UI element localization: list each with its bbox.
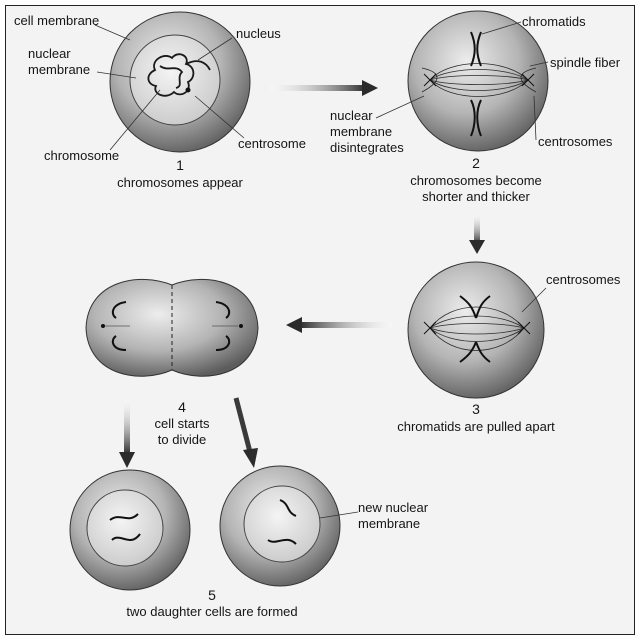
stage-2-caption-line1: chromosomes become <box>410 173 542 188</box>
spindle-fibers-3 <box>429 306 525 351</box>
label-centrosomes-3: centrosomes <box>546 272 621 287</box>
label-chromosome: chromosome <box>44 148 120 163</box>
arrows-4-to-5 <box>119 397 258 468</box>
chromosomes-4 <box>111 301 231 351</box>
centrosomes-2 <box>423 73 535 87</box>
stage-2-caption-line2: shorter and thicker <box>422 189 530 204</box>
stage-4-caption-line2: to divide <box>157 432 207 447</box>
daughter-cell-left <box>69 469 191 591</box>
arrow-1-to-2 <box>270 80 378 96</box>
label-nucleus: nucleus <box>236 26 281 41</box>
spindle-fibers-2 <box>421 63 537 97</box>
arrow-2-to-3 <box>469 214 485 254</box>
label-centrosomes-2: centrosomes <box>538 134 613 149</box>
label-new-nuclear-line1: new nuclear <box>358 500 429 515</box>
stage-1-caption: chromosomes appear <box>117 175 243 190</box>
stage-1-number: 1 <box>176 157 184 173</box>
cell-2 <box>375 10 549 152</box>
chromatids-3 <box>459 295 491 363</box>
stage-5-number: 5 <box>208 587 216 603</box>
daughter-cell-right <box>219 465 359 587</box>
stage-4-caption-line1: cell starts <box>154 416 210 431</box>
label-cell-membrane: cell membrane <box>14 13 100 28</box>
stage-5-caption: two daughter cells are formed <box>126 604 298 619</box>
label-centrosome: centrosome <box>238 136 306 151</box>
cell-3 <box>407 261 547 399</box>
arrow-3-to-4 <box>286 317 392 333</box>
label-disintegrates-line1: nuclear <box>330 108 373 123</box>
label-disintegrates-line2: membrane <box>330 124 393 139</box>
stage-3-number: 3 <box>472 401 480 417</box>
stage-4-number: 4 <box>178 399 186 415</box>
label-disintegrates-line3: disintegrates <box>330 140 404 155</box>
cell-4 <box>85 278 259 377</box>
label-nuclear-membrane-line1: nuclear <box>28 46 71 61</box>
label-chromatids: chromatids <box>522 14 586 29</box>
label-nuclear-membrane-line2: membrane <box>28 62 91 77</box>
stage-2-number: 2 <box>472 155 480 171</box>
centrosomes-3 <box>423 321 531 335</box>
nuclear-membrane-1 <box>129 34 221 126</box>
cell-1 <box>94 11 251 153</box>
label-new-nuclear-line2: membrane <box>358 516 421 531</box>
stage-3-caption: chromatids are pulled apart <box>397 419 555 434</box>
label-spindle-fiber: spindle fiber <box>550 55 621 70</box>
chromatids-2 <box>470 31 482 137</box>
centrosome-1-dot <box>185 87 191 93</box>
chromosome-tangle <box>147 53 211 97</box>
